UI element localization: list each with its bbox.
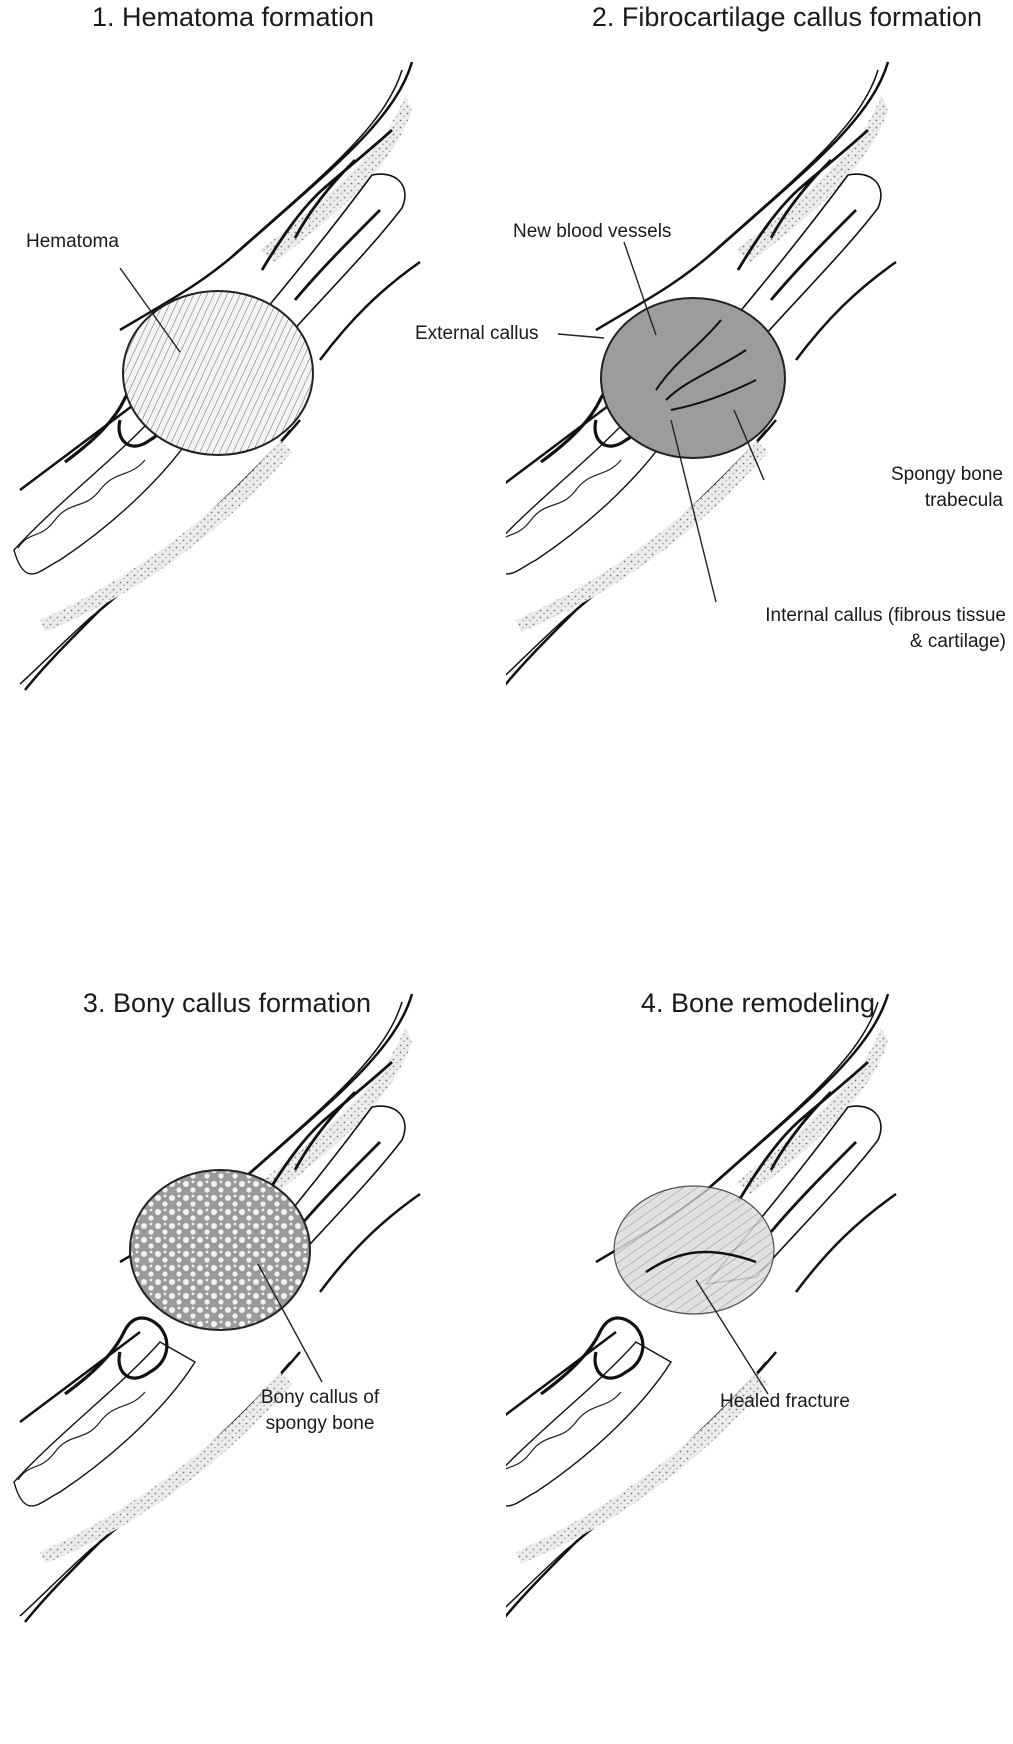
panel-hematoma-formation: 1. Hematoma formation Hematoma bbox=[0, 0, 506, 872]
label-bony-callus-2: spongy bone bbox=[240, 1412, 400, 1436]
label-internal-callus-2: & cartilage) bbox=[602, 630, 1006, 654]
label-healed-fracture: Healed fracture bbox=[720, 1390, 850, 1414]
bone-illustration bbox=[0, 0, 506, 872]
bone-illustration bbox=[506, 872, 1012, 1744]
label-internal-callus-1: Internal callus (fibrous tissue bbox=[602, 604, 1006, 628]
bony-callus-region bbox=[130, 1170, 310, 1330]
bone-illustration bbox=[506, 0, 1012, 872]
label-external-callus: External callus bbox=[415, 322, 539, 346]
label-new-vessels: New blood vessels bbox=[513, 220, 671, 244]
panel-bony-callus: 3. Bony callus formation Bony callus of … bbox=[0, 872, 506, 1744]
bone-illustration bbox=[0, 872, 506, 1744]
panel-bone-remodeling: 4. Bone remodeling Healed fracture bbox=[506, 872, 1012, 1744]
label-spongy-bone-1: Spongy bone bbox=[739, 463, 1003, 487]
label-bony-callus-1: Bony callus of bbox=[240, 1386, 400, 1410]
external-callus-region bbox=[601, 298, 785, 458]
hematoma-region bbox=[123, 291, 313, 455]
remodeled-region bbox=[614, 1186, 774, 1314]
label-spongy-bone-2: trabecula bbox=[739, 489, 1003, 513]
panel-fibrocartilage-callus: 2. Fibrocartilage callus formation New b… bbox=[506, 0, 1012, 872]
label-hematoma: Hematoma bbox=[26, 230, 119, 254]
leader-external-callus bbox=[558, 334, 604, 338]
